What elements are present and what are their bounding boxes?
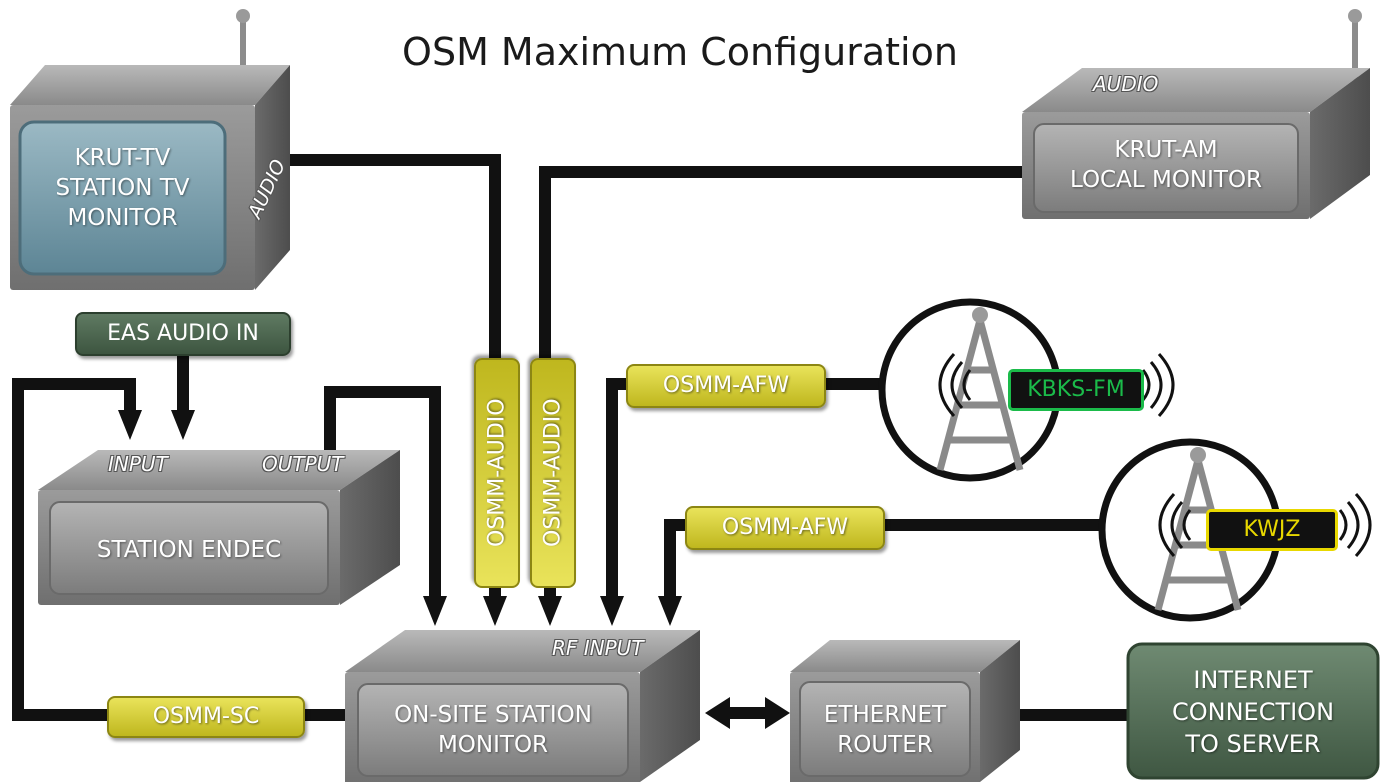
kwjz-station-label: KWJZ — [1206, 509, 1338, 551]
wire-group — [12, 154, 1130, 721]
tv-monitor-label: KRUT-TV STATION TV MONITOR — [20, 143, 225, 233]
router-line-1: ETHERNET — [823, 702, 947, 728]
osm-line-2: MONITOR — [437, 732, 549, 758]
tv-monitor-line-1: KRUT-TV — [74, 145, 171, 171]
arrow-endec-input-1 — [118, 410, 142, 440]
endec-box — [38, 450, 400, 605]
arrow-osm-1 — [423, 596, 447, 626]
am-audio-label: AUDIO — [1093, 72, 1159, 96]
wire-endec-out — [324, 386, 441, 596]
arrow-osm-router-right — [765, 697, 790, 729]
eas-audio-in-tag: EAS AUDIO IN — [75, 312, 291, 356]
wire-am-audio — [539, 166, 1030, 360]
internet-line-2: CONNECTION — [1171, 698, 1335, 726]
osm-rf-input-label: RF INPUT — [552, 636, 644, 660]
kbks-station-label: KBKS-FM — [1008, 369, 1144, 411]
wire-afw2-osm — [664, 519, 690, 596]
osm-line-1: ON-SITE STATION — [394, 702, 592, 728]
am-monitor-line-1: KRUT-AM — [1114, 137, 1218, 163]
internet-label: INTERNET CONNECTION TO SERVER — [1128, 664, 1378, 760]
arrow-osm-3 — [538, 596, 562, 626]
router-box — [790, 640, 1020, 782]
endec-output-label: OUTPUT — [262, 452, 344, 476]
endec-input-label: INPUT — [108, 452, 168, 476]
osm-box — [345, 630, 700, 782]
arrow-osm-router-left — [705, 697, 730, 729]
router-line-2: ROUTER — [837, 732, 933, 758]
osmm-afw-tag-1: OSMM-AFW — [626, 364, 826, 408]
osmm-sc-tag: OSMM-SC — [107, 696, 305, 738]
internet-line-3: TO SERVER — [1185, 730, 1321, 758]
am-monitor-line-2: LOCAL MONITOR — [1069, 167, 1263, 193]
internet-line-1: INTERNET — [1193, 666, 1313, 694]
osmm-audio-tag-2: OSMM-AUDIO — [530, 358, 576, 588]
arrowheads — [118, 410, 790, 729]
osm-label: ON-SITE STATION MONITOR — [358, 700, 628, 760]
antenna-kbks — [878, 298, 1175, 482]
arrow-osm-4 — [600, 596, 624, 626]
page-title: OSM Maximum Configuration — [402, 30, 958, 74]
am-monitor-label: KRUT-AM LOCAL MONITOR — [1034, 135, 1298, 195]
wire-afw1-osm — [606, 378, 630, 596]
tv-monitor-line-2: STATION TV — [55, 175, 190, 201]
wire-tv-audio — [288, 154, 501, 360]
tv-monitor-line-3: MONITOR — [67, 205, 178, 231]
tv-monitor-box — [10, 9, 290, 290]
wire-sc-loop — [12, 378, 136, 721]
osmm-afw-tag-2: OSMM-AFW — [685, 506, 885, 550]
router-label: ETHERNET ROUTER — [800, 700, 970, 760]
internet-box — [1126, 642, 1380, 780]
am-monitor-box — [1022, 9, 1370, 219]
endec-label: STATION ENDEC — [96, 537, 282, 563]
arrow-osm-2 — [483, 596, 507, 626]
arrow-endec-input-2 — [171, 410, 195, 440]
osmm-audio-tag-1: OSMM-AUDIO — [474, 358, 520, 588]
arrow-osm-5 — [658, 596, 682, 626]
